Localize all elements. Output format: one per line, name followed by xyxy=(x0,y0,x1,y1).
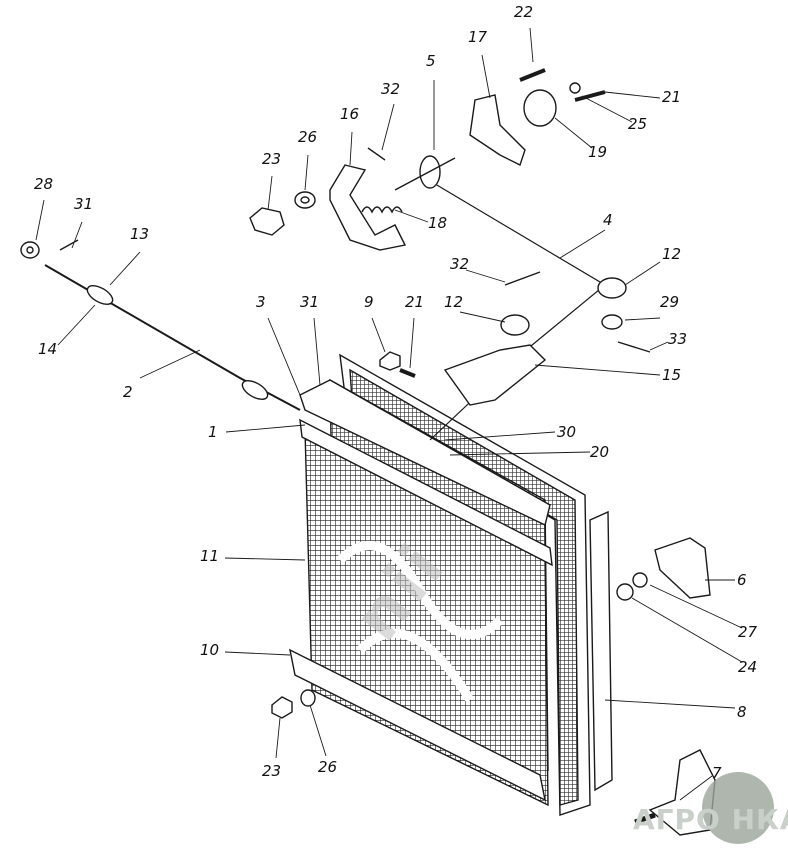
callout-29: 29 xyxy=(660,293,680,311)
callout-12b: 12 xyxy=(444,293,464,311)
callout-6: 6 xyxy=(737,571,747,589)
callout-32: 32 xyxy=(381,80,401,98)
callout-17: 17 xyxy=(468,28,488,46)
callout-31b: 31 xyxy=(300,293,320,311)
logo-circle xyxy=(702,772,774,844)
callout-26: 26 xyxy=(298,128,318,146)
callout-5: 5 xyxy=(426,52,436,70)
callout-21: 21 xyxy=(662,88,682,106)
callout-19: 19 xyxy=(588,143,608,161)
callout-9: 9 xyxy=(364,293,374,311)
callout-15: 15 xyxy=(662,366,682,384)
callout-32b: 32 xyxy=(450,255,470,273)
callout-23b: 23 xyxy=(262,762,282,780)
callout-8: 8 xyxy=(737,703,747,721)
callout-12: 12 xyxy=(662,245,682,263)
callout-1: 1 xyxy=(208,423,218,441)
callout-25: 25 xyxy=(628,115,648,133)
callout-10: 10 xyxy=(200,641,220,659)
callout-26b: 26 xyxy=(318,758,338,776)
callout-23: 23 xyxy=(262,150,282,168)
callout-11: 11 xyxy=(200,547,220,565)
callout-33: 33 xyxy=(668,330,688,348)
callout-2: 2 xyxy=(123,383,133,401)
callout-27: 27 xyxy=(738,623,758,641)
callout-3: 3 xyxy=(256,293,266,311)
publisher-logo: АГРО НКА xyxy=(625,772,788,847)
callout-16: 16 xyxy=(340,105,360,123)
callout-13: 13 xyxy=(130,225,150,243)
leader-lines xyxy=(35,27,743,801)
logo-text: АГРО НКА xyxy=(633,803,788,836)
callout-22: 22 xyxy=(514,3,534,21)
callout-31: 31 xyxy=(74,195,94,213)
callout-24: 24 xyxy=(738,658,758,676)
callout-30: 30 xyxy=(557,423,577,441)
callout-21b: 21 xyxy=(405,293,425,311)
callout-14: 14 xyxy=(38,340,58,358)
callout-7: 7 xyxy=(712,764,722,782)
radiator-part-11 xyxy=(289,418,553,807)
callout-18: 18 xyxy=(428,214,448,232)
callout-28: 28 xyxy=(34,175,54,193)
callout-20: 20 xyxy=(590,443,610,461)
callout-4: 4 xyxy=(603,211,613,229)
